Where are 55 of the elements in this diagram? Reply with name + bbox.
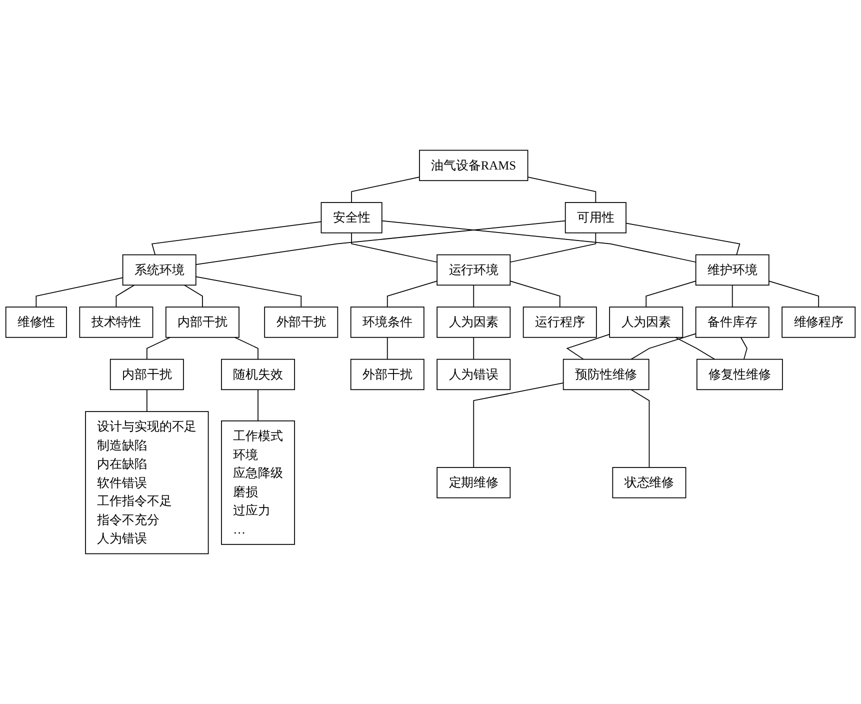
node-box: 状态维修 [612,467,686,498]
connector [351,232,438,263]
node-box: 外部干扰 [350,358,424,390]
connector [116,284,135,308]
node-box: 系统环境 [122,254,196,286]
connector [473,284,474,308]
connector [740,336,748,360]
connector [151,221,322,256]
node-box: 维修性 [5,306,67,338]
connector [626,222,740,256]
connector [351,176,420,203]
connector [386,280,438,308]
node-box: 安全性 [320,202,382,234]
node-box: 定期维修 [436,467,511,498]
connector [381,220,696,263]
connector [473,336,474,360]
node-box: 人为错误 [436,358,511,390]
node-box: 油气设备RAMS [419,150,528,182]
connector [768,280,820,308]
connector [630,389,650,468]
connector [195,220,566,266]
node-box: 人为因素 [436,306,511,338]
node-box: 随机失效 [221,358,295,390]
connector [195,276,302,308]
connector [630,333,696,360]
node-box: 工作模式 环境 应急降级 磨损 过应力 … [221,420,295,545]
node-box: 运行程序 [522,306,597,338]
node-box: 维护环境 [695,254,770,286]
node-box: 可用性 [564,202,626,234]
node-box: 运行环境 [436,254,511,286]
node-box: 设计与实现的不足 制造缺陷 内在缺陷 软件错误 工作指令不足 指令不充分 人为错误 [85,411,209,554]
connector [527,176,596,203]
connector [510,232,596,263]
connector [510,280,560,308]
connector [386,336,388,360]
connector [674,336,716,360]
node-box: 维修程序 [782,306,856,338]
node-box: 修复性维修 [696,358,783,390]
node-box: 人为因素 [609,306,684,338]
node-box: 内部干扰 [165,306,240,338]
connector [146,389,148,412]
connector [234,336,258,360]
node-box: 外部干扰 [264,306,338,338]
connector [732,284,733,308]
connector [184,284,203,308]
node-box: 备件库存 [695,306,770,338]
connector [566,334,610,360]
connector [146,336,171,360]
node-box: 内部干扰 [110,358,184,390]
connector [646,280,696,308]
connector [36,277,124,308]
node-box: 预防性维修 [562,358,650,390]
connector [473,382,564,468]
node-box: 技术特性 [79,306,154,338]
node-box: 环境条件 [350,306,424,338]
